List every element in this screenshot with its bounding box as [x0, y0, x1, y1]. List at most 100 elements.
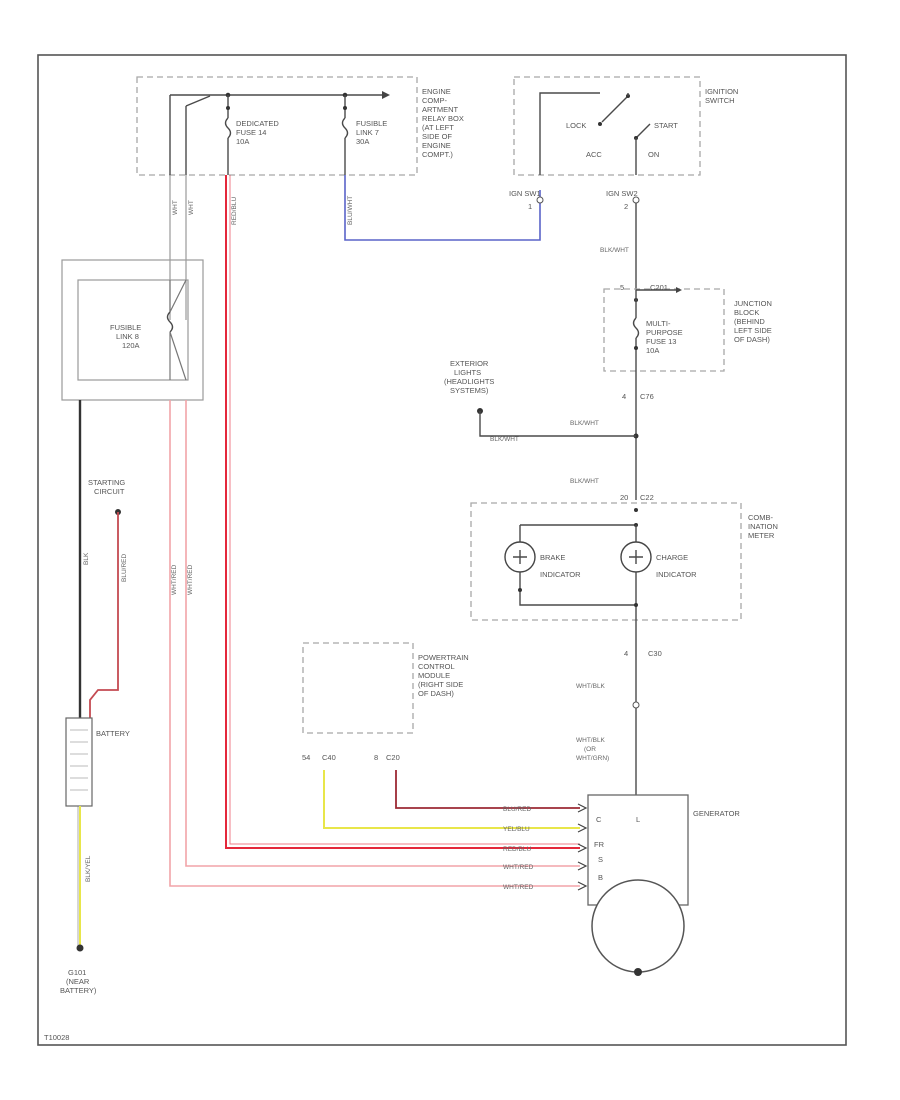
blu-red-h-label: BLU/RED: [503, 806, 531, 813]
blu-red-starter-wire: [89, 512, 119, 718]
ign-conn-2-pin: 2: [624, 202, 628, 211]
fl7-symbol: [341, 117, 349, 139]
fl7-label-2: 30A: [356, 137, 369, 146]
ground-terminal: [76, 944, 84, 952]
fuse13-label-1: PURPOSE: [646, 328, 683, 337]
wht-red-vlabel-1: WHT/RED: [171, 564, 178, 595]
engine-relay-box: ENGINE COMP- ARTMENT RELAY BOX (AT LEFT …: [136, 76, 464, 176]
meter-label-2: METER: [748, 531, 775, 540]
battery-label: BATTERY: [96, 729, 130, 738]
fuse13-symbol: [632, 317, 640, 339]
blk-wht-label-3: BLK/WHT: [570, 478, 599, 485]
pcm-c20-name: C20: [386, 753, 400, 762]
ground-label-2: BATTERY): [60, 986, 97, 995]
ign-connector-2: IGN SW2 2: [606, 189, 640, 211]
red-blu-wire-shade: [229, 175, 580, 845]
battery-body: [65, 717, 93, 807]
battery: BATTERY: [65, 717, 130, 807]
fusible-link-8: FUSIBLE LINK 8 120A: [61, 259, 204, 401]
fl8-label-1: LINK 8: [116, 332, 139, 341]
wht-wire-2-label: WHT: [188, 200, 195, 215]
brake-lamp-bottom-lead: [519, 572, 636, 606]
c76-name: C76: [640, 392, 654, 401]
powertrain-control-module: POWERTRAIN CONTROL MODULE (RIGHT SIDE OF…: [302, 642, 469, 762]
blk-wht-label-2: BLK/WHT: [570, 420, 599, 427]
diagram-code: T10028: [44, 1033, 69, 1042]
pcm-c20-pin: 8: [374, 753, 378, 762]
c30-pin: 4: [624, 649, 628, 658]
ground-label-1: (NEAR: [66, 977, 90, 986]
wht-grn-label: WHT/GRN): [576, 755, 609, 762]
yel-blu-pcm-wire: [323, 770, 580, 829]
pcm-c40-pin: 54: [302, 753, 310, 762]
pcm-label-0: POWERTRAIN: [418, 653, 469, 662]
fl8-top-leads: [169, 279, 187, 313]
fuse13-label-0: MULTI-: [646, 319, 671, 328]
wht-blk-label-2: WHT/BLK: [576, 737, 606, 744]
ignition-switch-label-1: SWITCH: [705, 96, 735, 105]
fuse13-label-2: FUSE 13: [646, 337, 676, 346]
gen-pin-s: S: [598, 855, 603, 864]
engine-relay-box-label-0: ENGINE: [422, 87, 451, 96]
diagram-frame: [37, 54, 847, 1046]
c201-pin: 5: [620, 283, 624, 292]
fl8-symbol: [166, 311, 174, 333]
charge-node: [634, 603, 638, 607]
starting-circuit-label-0: STARTING: [88, 478, 125, 487]
junction-label-3: LEFT SIDE: [734, 326, 772, 335]
c201-name: C201: [650, 283, 668, 292]
junction-label-0: JUNCTION: [734, 299, 772, 308]
ignition-switch: IGNITION SWITCH LOCK START ACC ON: [513, 76, 738, 176]
ign-conn-2-pin-circle: [632, 196, 640, 204]
engine-relay-box-label-7: COMPT.): [422, 150, 453, 159]
c22-pin: 20: [620, 493, 628, 502]
meter-label-1: INATION: [748, 522, 778, 531]
ground-label-0: G101: [68, 968, 86, 977]
fl7-label-1: LINK 7: [356, 128, 379, 137]
meter-label-0: COMB-: [748, 513, 774, 522]
wht-wire-1-label: WHT: [172, 200, 179, 215]
fusible-link-8-inner: [77, 279, 189, 381]
ign-conn-1-name: IGN SW1: [509, 189, 541, 198]
combination-meter-outline: [470, 502, 742, 621]
engine-relay-box-label-6: ENGINE: [422, 141, 451, 150]
blk-main-label: BLK: [83, 552, 90, 565]
generator-label: GENERATOR: [693, 809, 740, 818]
junction-block: JUNCTION BLOCK (BEHIND LEFT SIDE OF DASH…: [603, 283, 772, 372]
fuse13-label-3: 10A: [646, 346, 659, 355]
fuse14-label-1: FUSE 14: [236, 128, 266, 137]
gen-pin-b: B: [598, 873, 603, 882]
pcm-label-3: (RIGHT SIDE: [418, 680, 463, 689]
meter-input-node: [634, 508, 638, 512]
fl8-label-2: 120A: [122, 341, 140, 350]
red-blu-h-label: RED/BLU: [503, 846, 531, 853]
ign-lock-contact: [598, 122, 602, 126]
ign-switch-blade-1: [601, 95, 629, 123]
exterior-lights-label-1: LIGHTS: [454, 368, 481, 377]
engine-relay-box-label-4: (AT LEFT: [422, 123, 454, 132]
battery-cells: [70, 729, 88, 791]
ignition-switch-label-0: IGNITION: [705, 87, 738, 96]
junction-block-outline: [603, 288, 725, 372]
fl8-label-0: FUSIBLE: [110, 323, 141, 332]
fuse14-label-2: 10A: [236, 137, 249, 146]
junction-label-2: (BEHIND: [734, 317, 765, 326]
bus-arrow: [382, 91, 390, 99]
fuse14-symbol: [224, 117, 232, 139]
generator-rotor: [591, 879, 685, 973]
ign-conn-2-name: IGN SW2: [606, 189, 638, 198]
pcm-label-2: MODULE: [418, 671, 450, 680]
charge-label-1: INDICATOR: [656, 570, 697, 579]
generator-ground-terminal: [634, 968, 642, 976]
brake-bulb-filament: [513, 550, 527, 564]
charge-bulb-filament: [629, 550, 643, 564]
gen-pin-fr: FR: [594, 840, 605, 849]
gen-pin-c: C: [596, 815, 602, 824]
wht-red-vlabel-2: WHT/RED: [187, 564, 194, 595]
fuse13-terminal-bottom: [634, 346, 638, 350]
blu-wht-label: BLU/WHT: [347, 196, 354, 225]
combination-meter: 20 C22 COMB- INATION METER BRAKE INDICAT…: [470, 493, 778, 621]
engine-relay-box-label-1: COMP-: [422, 96, 448, 105]
pcm-label-1: CONTROL: [418, 662, 455, 671]
